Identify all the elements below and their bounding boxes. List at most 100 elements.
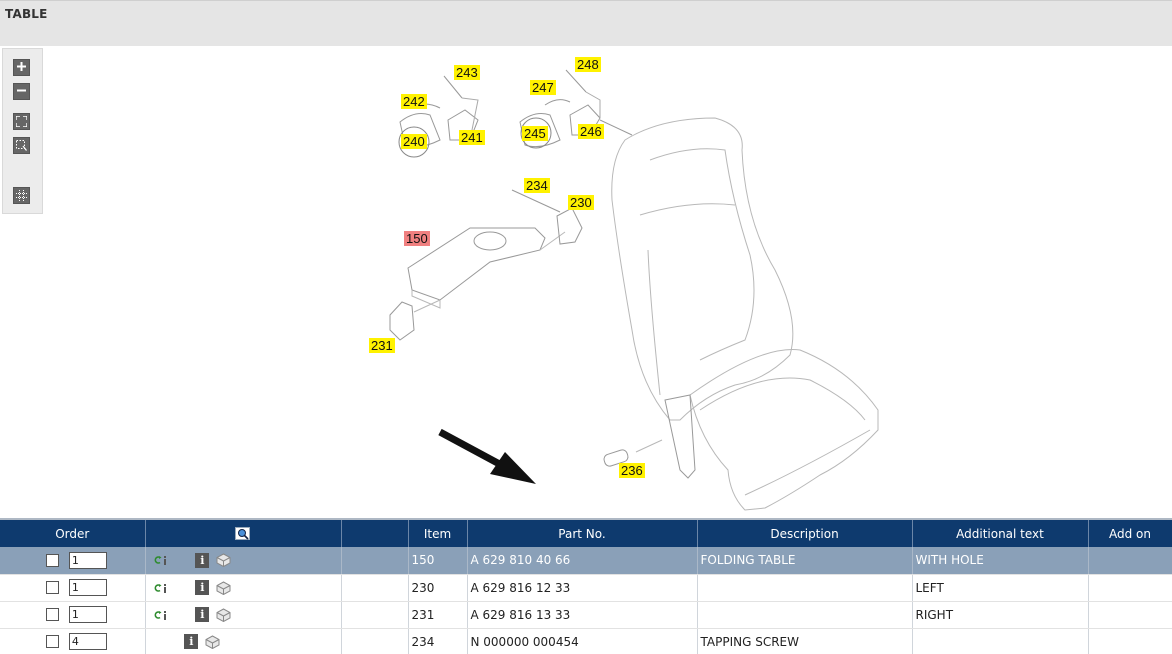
part-no-cell[interactable]: A 629 810 40 66 bbox=[467, 547, 698, 575]
add-on-cell bbox=[1088, 601, 1172, 629]
callout-240[interactable]: 240 bbox=[401, 134, 427, 149]
callout-label: 242 bbox=[403, 94, 425, 109]
col-part-no[interactable]: Part No. bbox=[467, 520, 698, 547]
direction-arrow bbox=[438, 428, 536, 484]
order-cell: 1 bbox=[0, 574, 146, 602]
callout-badge bbox=[369, 338, 395, 353]
table-row[interactable]: 1 i 230 A 629 816 12 33 LEFT bbox=[0, 574, 1172, 602]
item-cell[interactable]: 231 bbox=[408, 601, 468, 629]
callout-label: 241 bbox=[461, 130, 483, 145]
quantity-input[interactable]: 1 bbox=[68, 551, 107, 569]
description-cell: FOLDING TABLE bbox=[697, 547, 913, 575]
part-no-cell[interactable]: A 629 816 13 33 bbox=[467, 601, 698, 629]
callout-badge bbox=[568, 195, 594, 210]
parts-table: Order Item Part No. Description Addition… bbox=[0, 520, 1172, 654]
callout-label: 230 bbox=[570, 195, 592, 210]
callout-243[interactable]: 243 bbox=[454, 65, 480, 80]
callout-badge bbox=[575, 57, 601, 72]
item-cell[interactable]: 150 bbox=[408, 547, 468, 575]
callout-236[interactable]: 236 bbox=[619, 463, 645, 478]
item-cell[interactable]: 230 bbox=[408, 574, 468, 602]
zoom-out-button[interactable] bbox=[13, 83, 30, 100]
page-title: TABLE bbox=[5, 7, 48, 21]
col-order[interactable]: Order bbox=[0, 520, 146, 547]
info-icon[interactable]: i bbox=[195, 552, 210, 568]
quantity-input[interactable]: 1 bbox=[68, 579, 107, 596]
top-bar: TABLE bbox=[0, 0, 1172, 46]
callout-231[interactable]: 231 bbox=[369, 338, 395, 353]
order-checkbox[interactable] bbox=[46, 553, 59, 567]
callout-label: 247 bbox=[532, 80, 554, 95]
callout-badge bbox=[619, 463, 645, 478]
quantity-input[interactable]: 1 bbox=[68, 606, 107, 623]
grid-icon bbox=[16, 190, 27, 201]
3d-model-icon[interactable] bbox=[205, 634, 220, 649]
col-additional-text[interactable]: Additional text bbox=[912, 520, 1089, 547]
callout-badge bbox=[524, 178, 550, 193]
callout-badge bbox=[578, 124, 604, 139]
tools-cell: i bbox=[145, 601, 342, 629]
callout-234[interactable]: 234 bbox=[524, 178, 550, 193]
blank-cell bbox=[341, 547, 409, 575]
callout-label: 243 bbox=[456, 65, 478, 80]
col-add-on[interactable]: Add on bbox=[1088, 520, 1172, 547]
callout-badge bbox=[404, 231, 430, 246]
order-checkbox[interactable] bbox=[46, 581, 59, 594]
quantity-input[interactable]: 4 bbox=[68, 633, 107, 650]
callout-247[interactable]: 247 bbox=[530, 80, 556, 95]
additional-text-cell bbox=[912, 628, 1089, 654]
col-description[interactable]: Description bbox=[697, 520, 913, 547]
col-tools[interactable] bbox=[145, 520, 342, 547]
item-cell[interactable]: 234 bbox=[408, 628, 468, 654]
callout-label: 248 bbox=[577, 57, 599, 72]
zoom-in-button[interactable] bbox=[13, 59, 30, 76]
callout-badge bbox=[530, 80, 556, 95]
replacement-icon[interactable] bbox=[154, 610, 170, 620]
grid-view-button[interactable] bbox=[13, 187, 30, 204]
3d-model-icon[interactable] bbox=[216, 580, 231, 595]
exploded-parts-drawing: 243 242 240 241 248 247 245 246 234 230 150 231 236 bbox=[369, 57, 879, 511]
table-row[interactable]: 1 i 150 A 629 810 40 66 FOLDING TABLE WI… bbox=[0, 547, 1172, 575]
order-checkbox[interactable] bbox=[46, 608, 59, 621]
callout-241[interactable]: 241 bbox=[459, 130, 485, 145]
tools-cell: i bbox=[145, 628, 342, 654]
table-row[interactable]: 4 i 234 N 000000 000454 TAPPING SCREW bbox=[0, 628, 1172, 654]
description-cell bbox=[697, 574, 913, 602]
part-no-cell[interactable]: N 000000 000454 bbox=[467, 628, 698, 654]
fit-to-window-button[interactable] bbox=[13, 113, 30, 130]
callout-150[interactable]: 150 bbox=[404, 231, 430, 246]
info-icon[interactable]: i bbox=[195, 580, 210, 595]
blank-cell bbox=[341, 601, 409, 629]
callout-246[interactable]: 246 bbox=[578, 124, 604, 139]
callout-badge bbox=[459, 130, 485, 145]
blank-cell bbox=[341, 628, 409, 654]
callout-242[interactable]: 242 bbox=[401, 94, 427, 109]
3d-model-icon[interactable] bbox=[216, 607, 231, 622]
seat-cushion-outline bbox=[689, 349, 879, 511]
callout-230[interactable]: 230 bbox=[568, 195, 594, 210]
3d-model-icon[interactable] bbox=[216, 553, 231, 568]
callout-label: 246 bbox=[580, 124, 602, 139]
replacement-icon[interactable] bbox=[154, 583, 170, 593]
callout-label: 234 bbox=[526, 178, 548, 193]
select-area-button[interactable] bbox=[13, 137, 30, 154]
callout-248[interactable]: 248 bbox=[575, 57, 601, 72]
replacement-icon[interactable] bbox=[154, 555, 170, 566]
callout-badge bbox=[401, 94, 427, 109]
callout-badge bbox=[454, 65, 480, 80]
col-blank bbox=[341, 520, 409, 547]
col-item[interactable]: Item bbox=[408, 520, 468, 547]
table-row[interactable]: 1 i 231 A 629 816 13 33 RIGHT bbox=[0, 601, 1172, 629]
blank-cell bbox=[341, 574, 409, 602]
callout-245[interactable]: 245 bbox=[522, 126, 548, 141]
info-icon[interactable]: i bbox=[184, 634, 199, 649]
callout-label: 150 bbox=[406, 231, 428, 246]
info-icon[interactable]: i bbox=[195, 607, 210, 622]
zoom-search-icon[interactable] bbox=[235, 526, 251, 541]
selection-icon bbox=[16, 140, 27, 151]
minus-icon bbox=[17, 89, 26, 92]
tools-cell: i bbox=[145, 574, 342, 602]
callout-label: 231 bbox=[371, 338, 393, 353]
part-no-cell[interactable]: A 629 816 12 33 bbox=[467, 574, 698, 602]
order-checkbox[interactable] bbox=[46, 635, 59, 648]
